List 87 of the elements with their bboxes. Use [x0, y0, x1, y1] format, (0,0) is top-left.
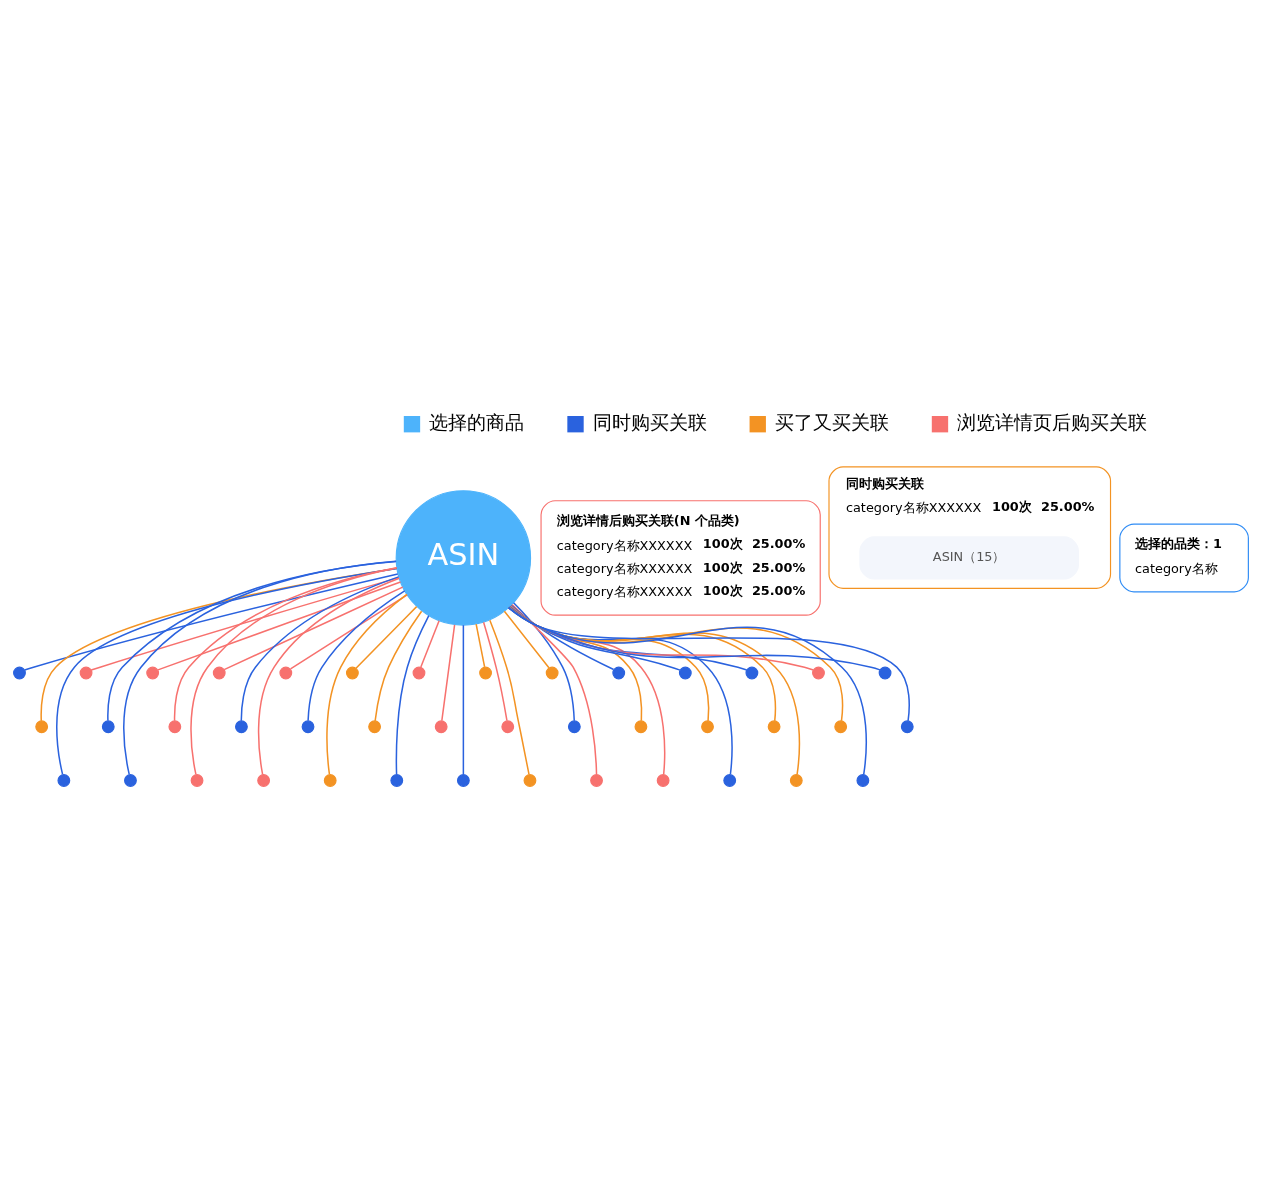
connector [512, 601, 575, 722]
connector [462, 624, 465, 776]
node-circle [612, 666, 626, 680]
node-circle [146, 666, 160, 680]
node-circle [900, 720, 914, 734]
node-circle [257, 774, 271, 787]
connector [507, 606, 844, 722]
node-circle [701, 720, 714, 734]
node-box: 浏览详情后购买关联(N 个品类) category名称XXXXXX 100次 25.00% category名称XXXXXX 100次 25.00% category名称XXXXXX 100次 25.00% [540, 500, 821, 616]
node-circle [412, 666, 426, 680]
node-circle [124, 774, 137, 787]
node-circle [390, 774, 404, 787]
connector [355, 605, 418, 669]
connector [40, 567, 398, 722]
connector [508, 606, 710, 722]
connector [374, 610, 423, 722]
node-circle [368, 720, 381, 734]
connector [23, 573, 399, 671]
connector [190, 567, 398, 776]
connector [441, 624, 456, 722]
node-circle [79, 666, 93, 680]
connector [482, 621, 508, 722]
connector [508, 606, 801, 776]
connector [508, 606, 748, 671]
node-circle [101, 720, 115, 734]
node-box: 选择的品类：1 category名称 [1119, 523, 1249, 593]
node-circle [212, 666, 226, 680]
node-circle [634, 720, 648, 734]
connector [420, 620, 440, 668]
connector [507, 607, 910, 722]
connector [503, 610, 550, 669]
node-circle [567, 720, 581, 734]
node-circle [678, 666, 692, 680]
node-circle [279, 666, 293, 680]
node-circle [789, 774, 803, 787]
node-circle [545, 666, 559, 680]
connector [508, 606, 777, 722]
connector [56, 567, 398, 776]
connector [489, 619, 530, 776]
node-circle: ASIN [395, 490, 532, 626]
node-circle [434, 720, 448, 734]
node-circle [168, 720, 182, 734]
node-circle [35, 720, 49, 734]
connector [123, 560, 397, 776]
connector [509, 605, 666, 776]
connector [508, 606, 733, 775]
node-circle [57, 774, 71, 787]
node-circle [834, 720, 848, 734]
connector [173, 566, 398, 722]
connector [510, 604, 615, 671]
connector [90, 576, 400, 671]
node-circle [345, 666, 359, 680]
legend-label: 买了又买关联 [775, 411, 890, 433]
node-circle [656, 774, 670, 787]
connector [240, 576, 400, 722]
node-circle [745, 666, 759, 680]
legend-label: 选择的商品 [429, 411, 525, 433]
node-circle [13, 666, 26, 680]
node-circle [878, 666, 892, 680]
node-circle [479, 666, 492, 680]
connector [395, 614, 430, 776]
legend-label: 同时购买关联 [593, 411, 708, 433]
node-circle [235, 720, 248, 734]
node-circle [767, 720, 781, 734]
connector [257, 577, 400, 776]
connector [157, 581, 402, 671]
legend-label: 浏览详情页后购买关联 [957, 411, 1148, 433]
connector [307, 590, 406, 722]
node-circle [723, 774, 737, 787]
node-circle [812, 666, 825, 680]
connector [475, 623, 486, 668]
node-circle [501, 720, 515, 734]
node-circle [190, 774, 204, 787]
node-circle [590, 774, 603, 787]
connector [107, 560, 397, 722]
connector [289, 594, 408, 670]
connector [223, 586, 404, 671]
node-circle [301, 720, 315, 734]
node-circle [856, 774, 870, 787]
connector [326, 593, 408, 775]
connector [507, 607, 881, 671]
node-circle [323, 774, 337, 787]
node-circle [523, 774, 537, 787]
connector [507, 606, 867, 776]
node-circle [456, 774, 470, 787]
connector [509, 605, 681, 671]
connector [511, 603, 598, 775]
